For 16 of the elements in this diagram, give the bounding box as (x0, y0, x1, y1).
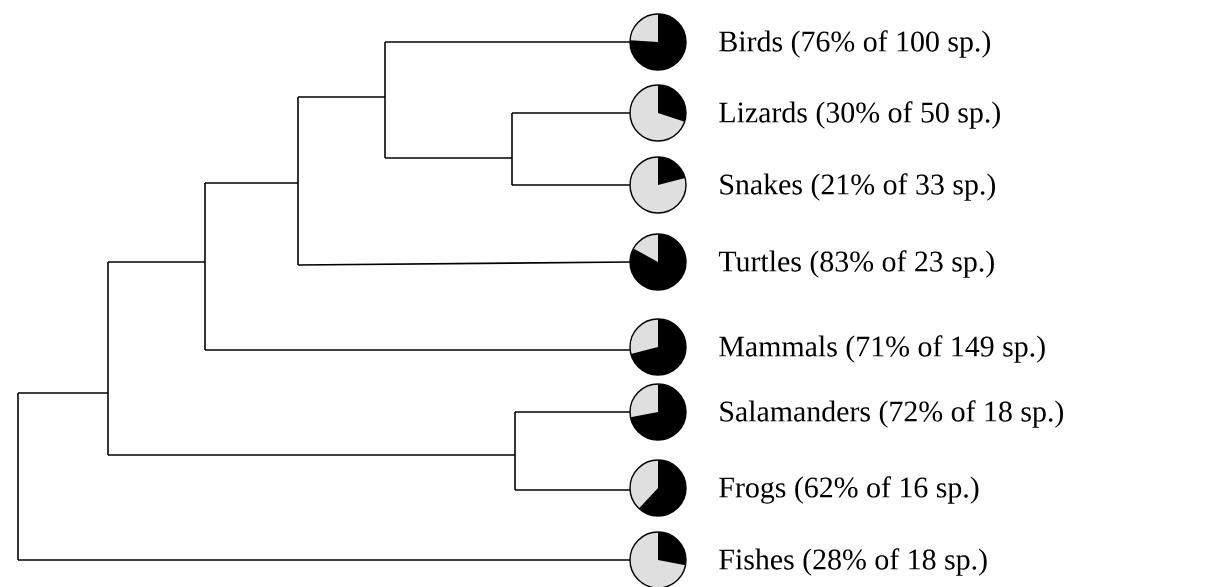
pie-chart-symbol (629, 383, 687, 441)
pie-chart-symbol (629, 233, 687, 291)
pie-chart-symbol (629, 13, 687, 71)
pie-chart-symbol (629, 459, 687, 517)
taxon-label: Lizards (30% of 50 sp.) (719, 101, 1000, 129)
taxon-label: Birds (76% of 100 sp.) (719, 30, 990, 58)
pie-chart-symbol (629, 156, 687, 214)
taxon-label: Fishes (28% of 18 sp.) (719, 548, 987, 576)
pie-chart-symbol (629, 84, 687, 142)
taxon-label: Mammals (71% of 149 sp.) (719, 335, 1045, 363)
taxon-label: Salamanders (72% of 18 sp.) (720, 400, 1063, 428)
taxon-label: Turtles (83% of 23 sp.) (718, 250, 994, 278)
taxon-label: Snakes (21% of 33 sp.) (720, 173, 995, 201)
pie-chart-symbol (629, 531, 687, 587)
taxon-label: Frogs (62% of 16 sp.) (719, 476, 979, 504)
pie-chart-symbol (629, 318, 687, 376)
